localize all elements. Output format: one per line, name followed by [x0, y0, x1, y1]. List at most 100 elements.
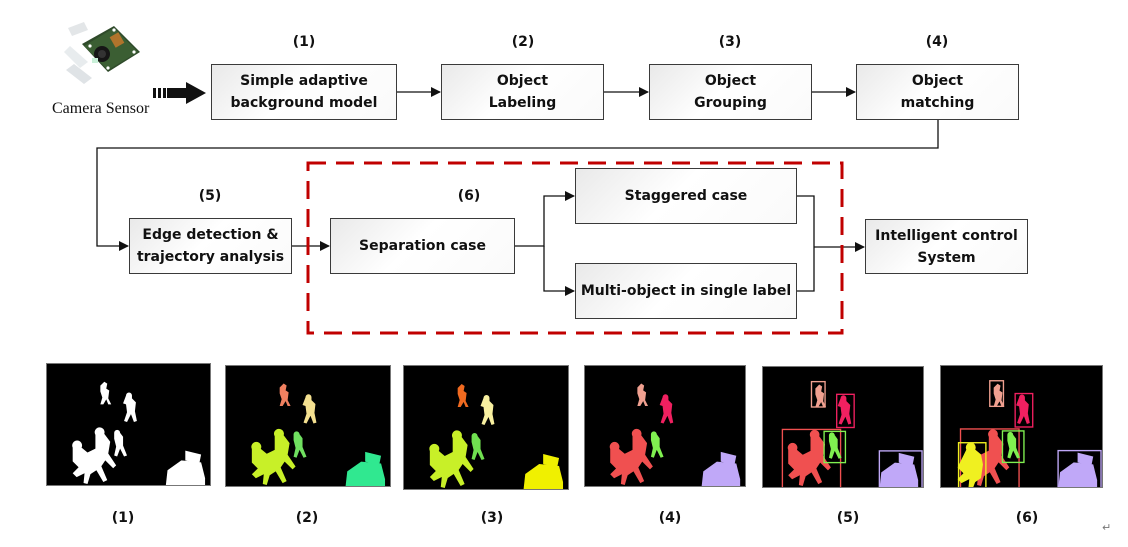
step-2-line-2: Labeling — [488, 95, 557, 111]
object-silhouette — [993, 383, 1005, 407]
output-line-1: Intelligent control — [875, 227, 1018, 244]
arrow-4-to-5 — [96, 120, 939, 251]
thumbnail-caption-1: (1) — [111, 510, 135, 526]
camera-sensor-image — [62, 22, 144, 98]
step-number-5: (5) — [198, 188, 222, 204]
object-bounding-box — [1014, 392, 1034, 428]
result-thumbnail-1 — [46, 363, 211, 486]
object-silhouette — [345, 461, 386, 486]
thumbnail-caption-3: (3) — [480, 510, 504, 526]
step-5-line-2: trajectory analysis — [136, 249, 285, 265]
object-bounding-box — [989, 380, 1005, 408]
result-thumbnail-2 — [225, 365, 391, 487]
object-silhouette — [480, 395, 495, 425]
branch-box-staggered-case: Staggered case — [575, 168, 797, 224]
camera-input-arrow — [153, 82, 206, 104]
step-5-line-1: Edge detection & — [142, 227, 279, 243]
branch-box-multi-object: Multi-object in single label — [575, 263, 797, 319]
object-silhouette — [365, 451, 382, 466]
object-silhouette — [720, 451, 737, 466]
object-silhouette — [828, 432, 842, 459]
branch-2-line-1: Multi-object in single label — [580, 283, 792, 299]
thumbnail-canvas — [251, 383, 386, 486]
step-box-separation-case: Separation case — [330, 218, 515, 274]
object-bounding-box — [1057, 449, 1102, 487]
step-box-object-matching: Object matching — [856, 64, 1019, 120]
object-silhouette — [293, 431, 307, 458]
step-6-line-1: Separation case — [359, 238, 486, 254]
separated-object-bounding-box — [957, 442, 987, 487]
object-silhouette — [457, 384, 469, 407]
object-silhouette — [185, 450, 202, 465]
object-silhouette — [659, 394, 674, 424]
step-4-line-1: Object — [911, 73, 964, 89]
object-silhouette — [1077, 452, 1094, 467]
object-silhouette — [898, 452, 915, 467]
object-bounding-box — [878, 450, 923, 487]
thumbnail-canvas — [429, 384, 564, 489]
object-silhouette — [429, 430, 474, 488]
object-silhouette — [471, 433, 485, 460]
object-silhouette — [650, 431, 664, 458]
step-number-3: (3) — [718, 34, 742, 50]
merge-staggered — [797, 195, 815, 292]
arrow-6-to-staggered — [515, 191, 575, 247]
object-silhouette — [114, 429, 128, 457]
step-1-line-1: Simple adaptive — [240, 73, 368, 89]
branch-1-line-1: Staggered case — [624, 188, 748, 204]
object-silhouette — [787, 429, 831, 487]
object-silhouette — [523, 464, 564, 489]
thumbnail-caption-4: (4) — [658, 510, 682, 526]
step-3-line-2: Grouping — [694, 95, 767, 111]
object-bounding-box — [823, 430, 847, 464]
thumbnail-canvas — [781, 380, 923, 487]
thumbnail-canvas — [72, 381, 206, 485]
object-silhouette — [1007, 431, 1021, 459]
result-thumbnail-5 — [762, 366, 924, 488]
object-silhouette — [701, 461, 741, 486]
step-number-6: (6) — [457, 188, 481, 204]
case-group-border — [306, 161, 844, 335]
step-1-line-2: background model — [230, 95, 378, 111]
thumbnail-caption-2: (2) — [295, 510, 319, 526]
step-4-line-2: matching — [900, 95, 975, 111]
separated-object-silhouette — [957, 442, 983, 487]
object-silhouette — [72, 427, 117, 485]
step-number-1: (1) — [292, 34, 316, 50]
step-3-line-1: Object — [704, 73, 757, 89]
object-silhouette — [165, 460, 206, 485]
thumbnail-caption-6: (6) — [1015, 510, 1039, 526]
object-silhouette — [609, 428, 653, 486]
object-silhouette — [837, 395, 852, 425]
object-silhouette — [100, 381, 112, 405]
object-silhouette — [637, 383, 649, 406]
step-box-background-model: Simple adaptive background model — [211, 64, 397, 120]
result-thumbnail-4 — [584, 365, 746, 487]
step-number-2: (2) — [511, 34, 535, 50]
output-line-2: System — [917, 249, 976, 266]
result-thumbnail-3 — [403, 365, 569, 490]
object-bounding-box — [781, 428, 842, 487]
arrow-6-to-multiobject — [543, 246, 575, 296]
object-bounding-box — [959, 428, 1020, 487]
object-silhouette — [1016, 394, 1030, 425]
camera-module-icon — [64, 22, 140, 84]
object-silhouette — [279, 383, 291, 406]
thumbnail-canvas — [957, 380, 1102, 487]
step-number-4: (4) — [925, 34, 949, 50]
object-silhouette — [302, 394, 317, 424]
object-bounding-box — [1001, 430, 1025, 464]
step-box-edge-detection: Edge detection & trajectory analysis — [129, 218, 292, 274]
object-silhouette — [815, 384, 827, 407]
return-mark: ↵ — [1102, 521, 1112, 534]
camera-sensor-label: Camera Sensor — [52, 100, 150, 117]
object-silhouette — [251, 428, 296, 486]
object-silhouette — [879, 462, 919, 487]
step-2-line-1: Object — [496, 73, 549, 89]
object-bounding-box — [836, 393, 855, 429]
thumbnail-canvas — [609, 383, 741, 486]
